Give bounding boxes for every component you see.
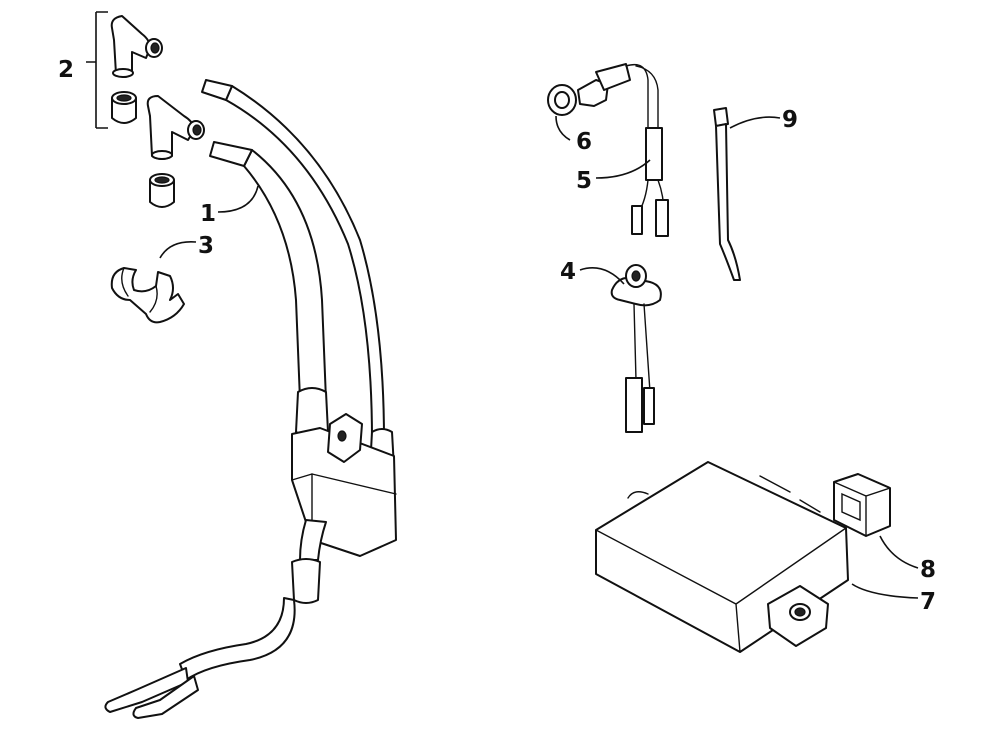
- callout-9: 9: [782, 107, 798, 133]
- ht-lead-short: [243, 149, 327, 401]
- grommet: [547, 84, 577, 116]
- spark-plug-cap-lower: [146, 95, 205, 160]
- leader-4: [579, 267, 625, 285]
- spark-plug-boot-lower: [149, 173, 175, 208]
- spark-plug-boot-upper: [111, 91, 137, 124]
- spark-plug-cap-upper: [110, 15, 163, 78]
- spark-plug-cap-group: [86, 11, 205, 208]
- flange-sensor: [610, 264, 662, 433]
- callout-2: 2: [58, 57, 74, 83]
- callout-7: 7: [920, 589, 936, 615]
- callout-6: 6: [576, 129, 592, 155]
- callout-labels: 2 1 3 6 5 4 9 8 7: [58, 57, 936, 615]
- callout-1: 1: [200, 201, 216, 227]
- callout-4: 4: [560, 259, 576, 285]
- callout-3: 3: [198, 233, 214, 259]
- leader-6: [555, 115, 571, 141]
- leader-8: [879, 535, 919, 569]
- cdi-module: [595, 461, 849, 653]
- leader-3: [159, 241, 197, 259]
- leader-1: [217, 185, 259, 213]
- temperature-sensor: [577, 63, 669, 237]
- ignition-coil-assembly: [104, 79, 397, 719]
- cable-clip: [110, 267, 185, 324]
- callout-8: 8: [920, 557, 936, 583]
- coil-harness: [179, 597, 296, 681]
- bracket-line-2: [86, 11, 108, 129]
- connector-cover: [833, 473, 891, 537]
- callout-5: 5: [576, 168, 592, 194]
- leader-7: [851, 583, 919, 599]
- leader-5: [595, 159, 651, 179]
- cable-tie: [713, 107, 741, 281]
- leader-9: [729, 116, 781, 129]
- leader-lines: [159, 115, 919, 599]
